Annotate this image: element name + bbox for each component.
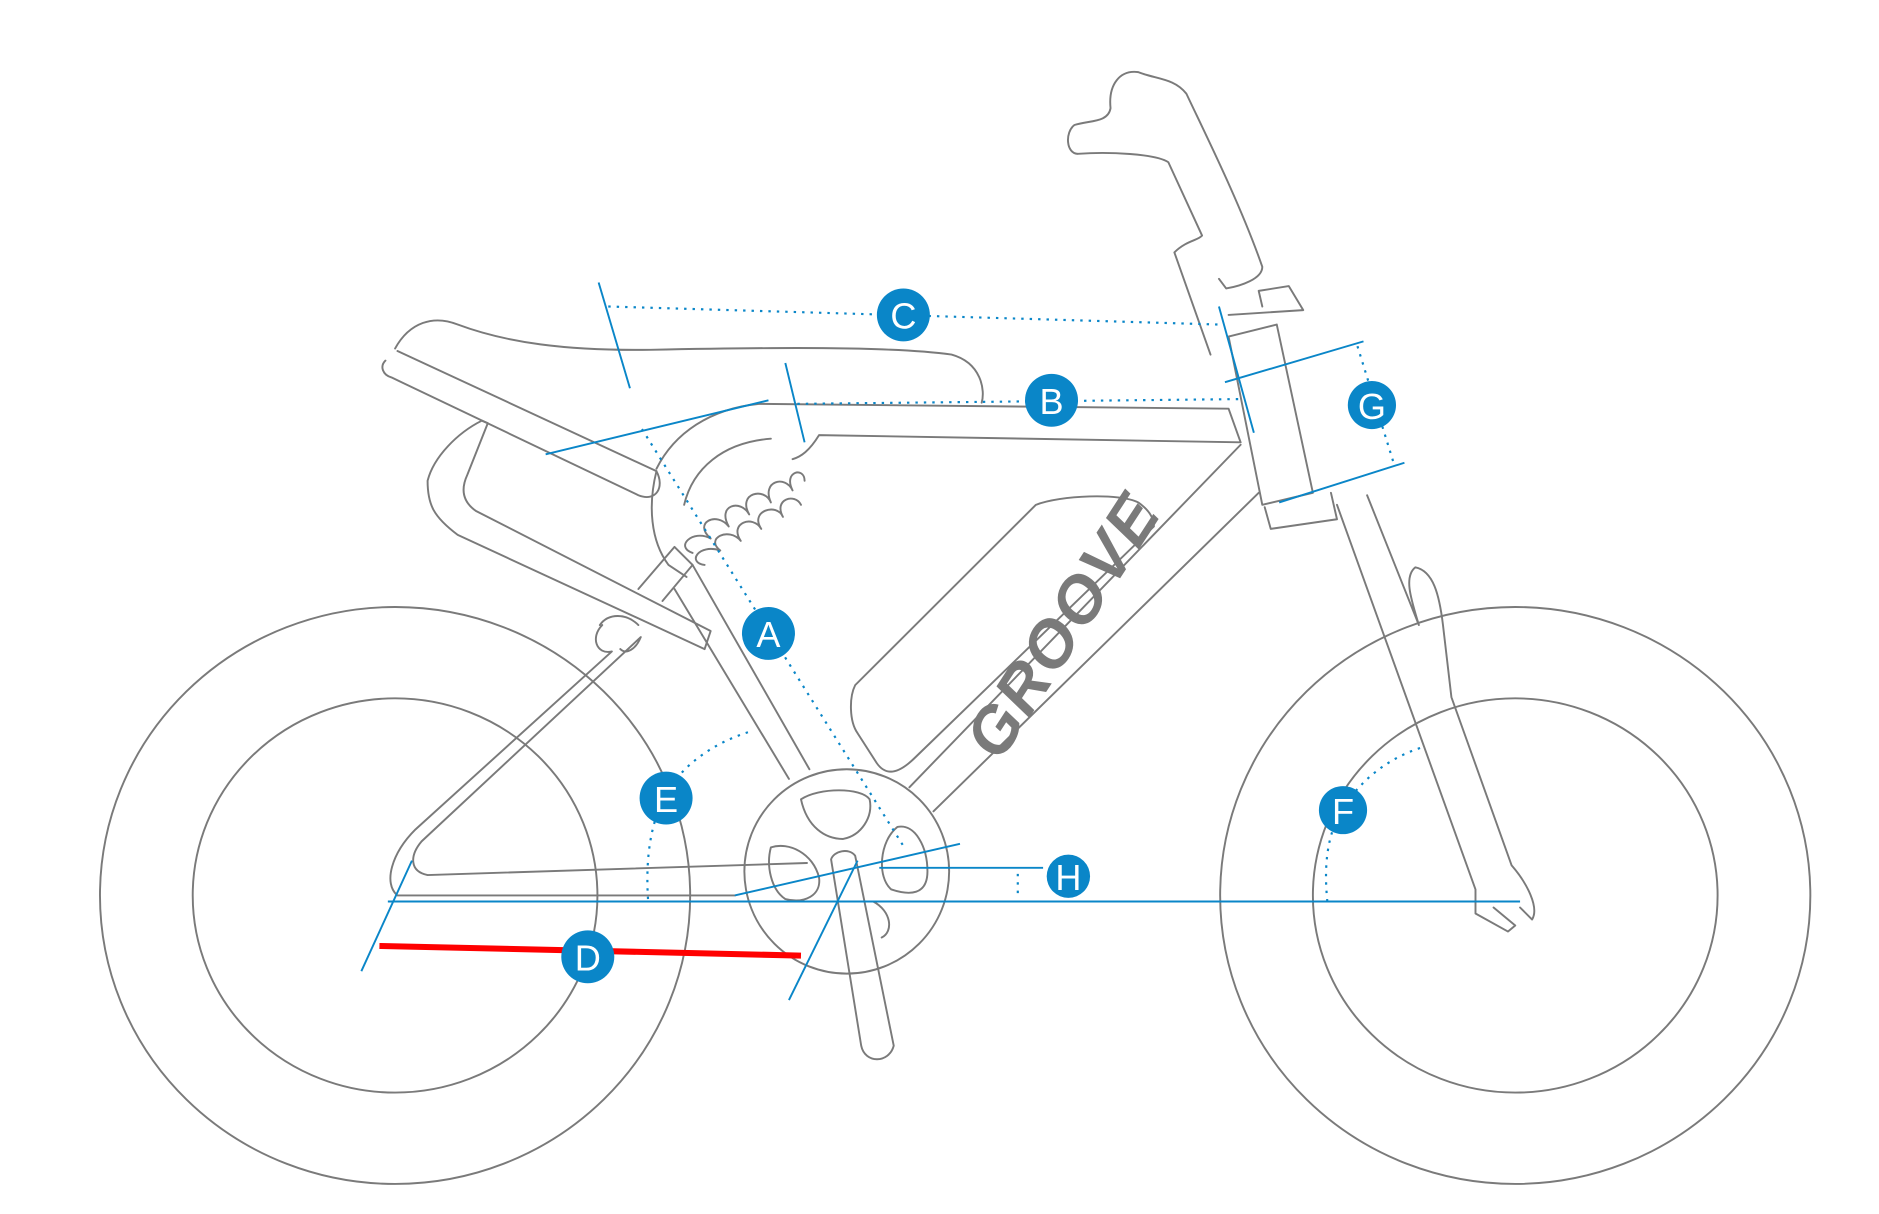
label-h: H xyxy=(1046,854,1091,898)
label-f: F xyxy=(1318,786,1368,835)
svg-text:E: E xyxy=(654,779,678,820)
svg-text:A: A xyxy=(756,614,780,655)
brand-logo: GROOVE xyxy=(950,480,1175,771)
label-c: C xyxy=(876,288,930,342)
svg-text:G: G xyxy=(1358,386,1386,427)
svg-text:D: D xyxy=(575,937,601,978)
label-g: G xyxy=(1347,381,1397,430)
label-e: E xyxy=(639,771,693,825)
label-d: D xyxy=(561,930,615,984)
label-b: B xyxy=(1025,373,1079,427)
svg-text:B: B xyxy=(1039,381,1063,422)
front-wheel xyxy=(1219,606,1812,1185)
svg-text:C: C xyxy=(890,296,916,337)
label-a: A xyxy=(741,607,795,660)
svg-text:H: H xyxy=(1055,857,1081,898)
bike-frame xyxy=(381,71,1536,1061)
svg-text:F: F xyxy=(1332,791,1354,832)
